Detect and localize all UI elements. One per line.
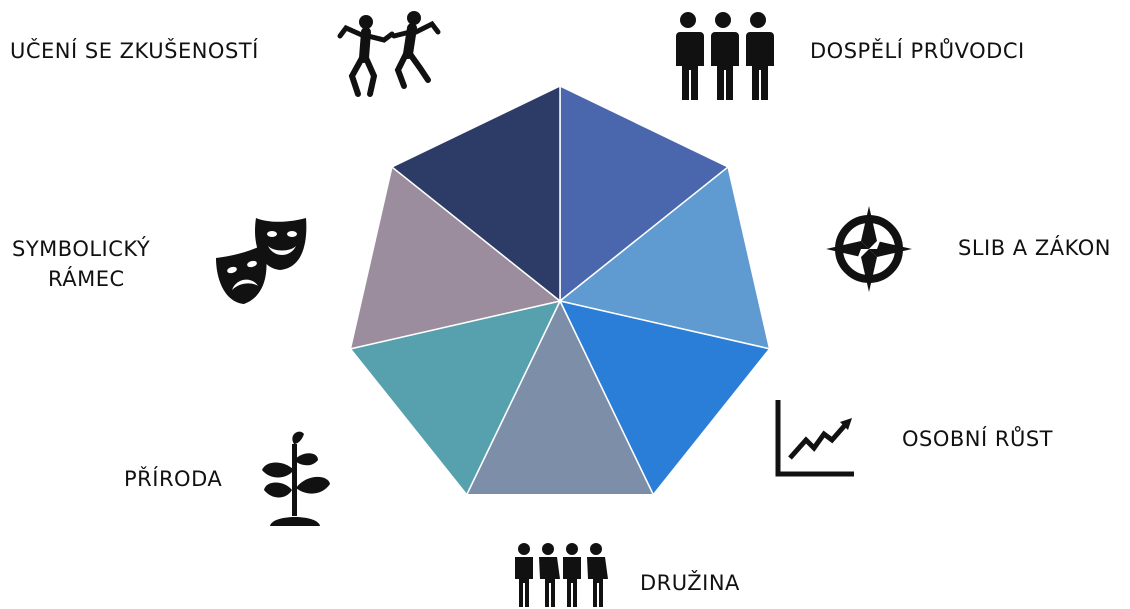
label-priroda: PŘÍRODA	[124, 467, 223, 491]
compass-rose-icon	[826, 206, 912, 292]
plant-sprout-icon	[262, 431, 330, 526]
growth-chart-icon	[775, 400, 854, 477]
label-symbolicky-ramec-line1: SYMBOLICKÝ	[12, 237, 151, 261]
theater-masks-icon	[216, 218, 307, 304]
label-symbolicky-ramec-line2: RÁMEC	[48, 267, 125, 291]
wheel-segment-uceni-se-zkusenosti	[390, 84, 561, 303]
wheel-segments	[349, 84, 771, 497]
label-osobni-rust: OSOBNÍ RŮST	[902, 427, 1053, 451]
label-dospeli-pruvodci: DOSPĚLÍ PRŮVODCI	[810, 39, 1025, 63]
label-uceni-se-zkusenosti: UČENÍ SE ZKUŠENOSTÍ	[10, 39, 259, 63]
team-icon	[515, 543, 608, 607]
label-druzina: DRUŽINA	[640, 571, 740, 595]
group-of-people-icon	[676, 12, 774, 100]
label-slib-a-zakon: SLIB A ZÁKON	[958, 236, 1111, 260]
dancing-people-icon	[337, 11, 441, 97]
